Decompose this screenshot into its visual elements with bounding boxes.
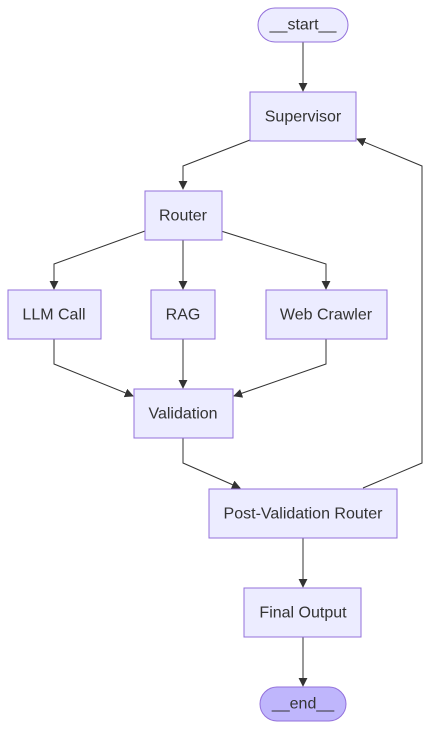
node-router-shape [144,190,223,241]
node-start-label: __start__ [269,17,338,34]
node-rag[interactable]: RAG [150,289,216,340]
node-start[interactable]: __start__ [257,7,349,43]
node-router[interactable]: Router [144,190,223,241]
node-supervisor[interactable]: Supervisor [249,91,357,142]
node-end-shape [259,686,347,722]
node-post-validation-router[interactable]: Post-Validation Router [208,488,398,539]
edge-post-validation-router-to-supervisor [356,137,423,489]
node-rag-label: RAG [166,307,201,324]
edge-router-to-web-crawler [220,230,331,290]
node-validation-shape [133,388,234,439]
edge-validation-to-post-validation-router [182,438,241,489]
node-rag-shape [150,289,216,340]
node-final-output-label: Final Output [259,605,347,622]
node-router-label: Router [159,208,208,225]
node-end[interactable]: __end__ [259,686,347,722]
node-post-validation-router-shape [208,488,398,539]
node-post-validation-router-label: Post-Validation Router [224,506,384,523]
edge-web-crawler-to-validation [233,339,327,398]
node-end-label: __end__ [271,696,335,713]
node-llm-call-label: LLM Call [22,307,85,324]
node-start-shape [257,7,349,43]
node-supervisor-label: Supervisor [265,109,342,126]
node-validation[interactable]: Validation [133,388,234,439]
node-final-output-shape [243,587,362,638]
node-web-crawler-shape [265,289,388,340]
edge-llm-call-to-validation [53,339,134,398]
node-web-crawler[interactable]: Web Crawler [265,289,388,340]
node-validation-label: Validation [148,406,217,423]
node-web-crawler-label: Web Crawler [280,307,373,324]
edge-supervisor-to-router [178,139,251,190]
edge-router-to-llm-call [49,230,146,290]
edges [49,42,423,687]
nodes: __start__ Supervisor Router LLM Call RAG… [7,7,398,722]
node-supervisor-shape [249,91,357,142]
node-llm-call-shape [7,289,102,340]
node-llm-call[interactable]: LLM Call [7,289,102,340]
node-final-output[interactable]: Final Output [243,587,362,638]
